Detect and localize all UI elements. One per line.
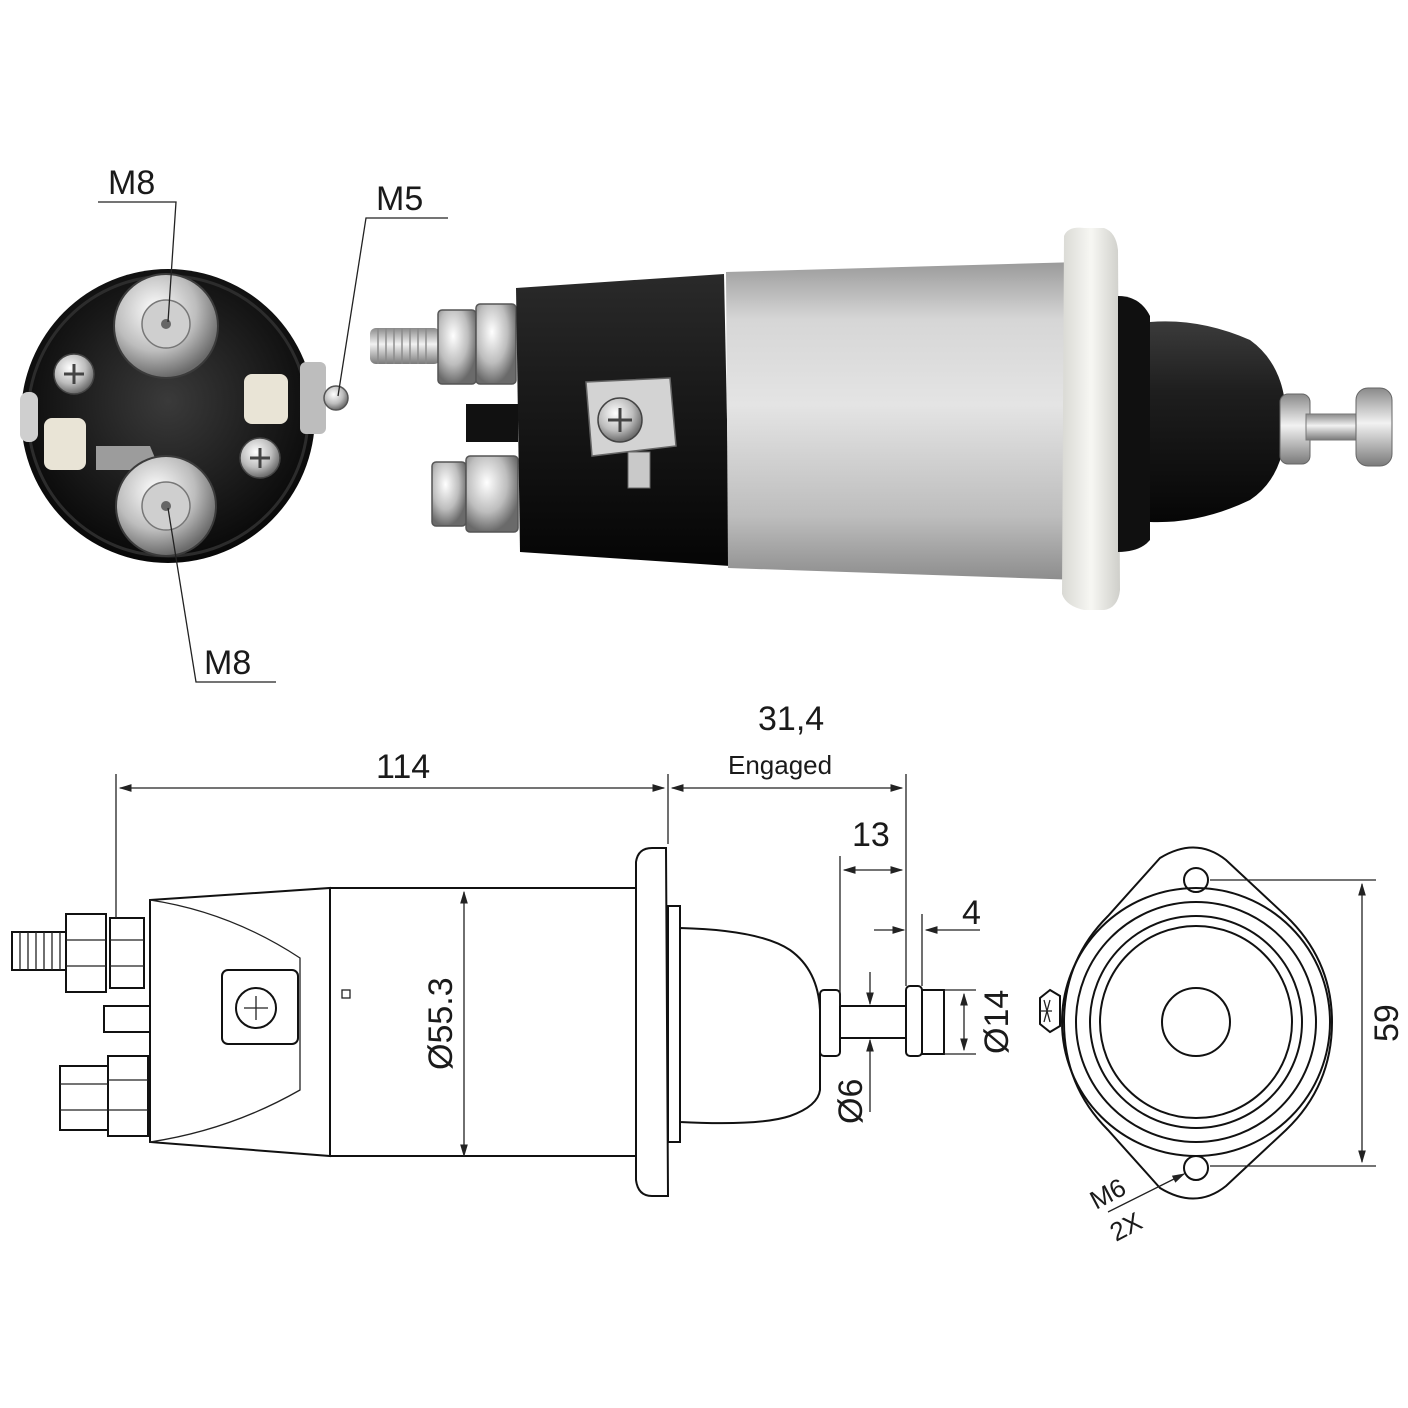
- dim-hole-spacing: 59: [1368, 1004, 1406, 1042]
- end-view-photo: [20, 269, 349, 563]
- dim-head-diameter: Ø14: [978, 990, 1016, 1054]
- dim-shaft-diameter: Ø6: [832, 1079, 870, 1124]
- flange-dimensions: [1107, 879, 1376, 1213]
- side-line-drawing: [11, 847, 945, 1197]
- dim-flange-thread-qty: 2X: [1105, 1206, 1147, 1247]
- flange-line-drawing: [1039, 846, 1334, 1200]
- label-m8-bottom: M8: [204, 644, 251, 682]
- label-m8-top: M8: [108, 164, 155, 202]
- label-m5: M5: [376, 180, 423, 218]
- dim-body-diameter: Ø55.3: [422, 977, 460, 1070]
- dim-stroke-note: Engaged: [728, 750, 832, 780]
- dim-overall-length: 114: [376, 748, 430, 786]
- dim-flange-thread: M6: [1085, 1172, 1131, 1215]
- dim-plunger-head: 4: [962, 894, 981, 932]
- photo-leaders: [98, 201, 448, 683]
- side-view-photo: [370, 227, 1393, 610]
- side-dimensions: [115, 774, 980, 1158]
- dim-stroke-value: 31,4: [758, 700, 824, 738]
- dim-plunger-length: 13: [852, 816, 890, 854]
